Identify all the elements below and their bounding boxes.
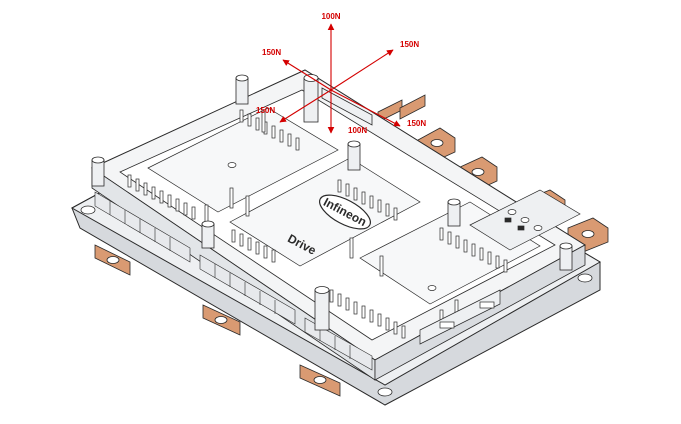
corner-post — [559, 242, 573, 271]
terminal-tab — [377, 94, 426, 123]
pin-row — [439, 227, 508, 273]
right-terminal-housing — [419, 189, 581, 345]
load-column — [303, 74, 373, 331]
terminal-tab — [299, 364, 341, 397]
force-vectors — [279, 23, 401, 134]
mounting-hole — [577, 273, 593, 283]
force-label-up: 100N — [321, 12, 340, 21]
force-arrow-right-down — [330, 89, 401, 127]
terminal-tab — [202, 304, 241, 336]
corner-posts — [91, 74, 573, 271]
pin-row — [127, 174, 196, 220]
pin-row — [239, 109, 300, 151]
force-labels: 100N 100N 150N 150N 150N 150N — [256, 12, 426, 135]
press-fit-pins — [127, 109, 508, 339]
front-terminal-blocks — [94, 191, 373, 371]
mounting-hole — [80, 205, 96, 215]
force-label-left-up: 150N — [262, 48, 281, 57]
force-label-right-up: 150N — [400, 40, 419, 49]
corner-post — [235, 74, 249, 105]
force-arrow-left-down — [279, 89, 332, 123]
pin-row — [337, 179, 398, 221]
pin-row — [329, 289, 406, 339]
force-arrow-left-up — [282, 59, 332, 91]
force-label-right-down: 150N — [407, 119, 426, 128]
corner-post — [447, 198, 461, 227]
terminal-tab — [94, 244, 131, 276]
corner-post — [347, 140, 361, 171]
copper-terminals-front — [94, 244, 341, 397]
force-label-down: 100N — [348, 126, 367, 135]
mounting-holes — [80, 205, 593, 397]
corner-post — [91, 156, 105, 187]
pin-row — [231, 229, 276, 263]
mounting-hole — [377, 387, 393, 397]
force-arrow-right-up — [330, 49, 394, 91]
force-label-left-down: 150N — [256, 106, 275, 115]
corner-post — [201, 220, 215, 249]
